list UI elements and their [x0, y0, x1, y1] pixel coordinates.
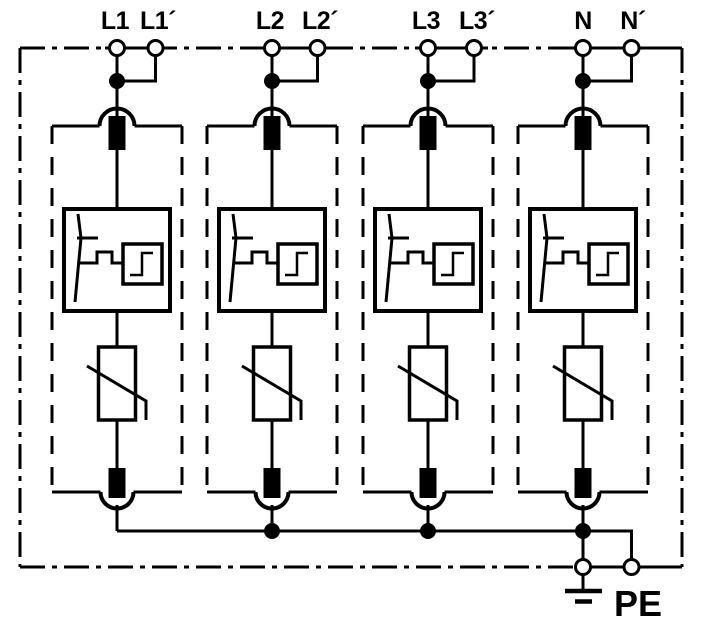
terminal-N-prime — [622, 39, 641, 57]
terminal-N — [574, 39, 592, 57]
label-L1-prime: L1´ — [140, 7, 176, 35]
terminal-L1-prime — [146, 39, 165, 57]
module-channel-L2 — [205, 53, 339, 533]
terminal-L1 — [108, 39, 126, 57]
pe-bus — [117, 529, 633, 560]
terminal-L3-prime — [465, 39, 483, 57]
module-channel-L3 — [361, 53, 495, 533]
terminals — [108, 39, 641, 576]
label-L3-prime: L3´ — [459, 7, 495, 35]
terminal-L2-prime — [308, 39, 327, 57]
label-N: N — [574, 7, 592, 35]
label-L3: L3 — [412, 7, 440, 35]
prime-branch-wires — [117, 55, 633, 83]
label-L1: L1 — [101, 7, 130, 35]
terminal-PE-prime — [622, 558, 641, 576]
module-channel-N — [516, 53, 650, 533]
label-L2-prime: L2´ — [302, 7, 338, 35]
module-channel-L1 — [50, 53, 184, 533]
terminal-L3 — [419, 39, 437, 57]
earth-ground-icon — [565, 575, 602, 604]
label-PE: PE — [614, 583, 662, 619]
label-L2: L2 — [256, 7, 284, 35]
terminal-L2 — [263, 39, 281, 57]
label-N-prime: N´ — [620, 7, 646, 35]
terminal-PE — [574, 558, 592, 576]
